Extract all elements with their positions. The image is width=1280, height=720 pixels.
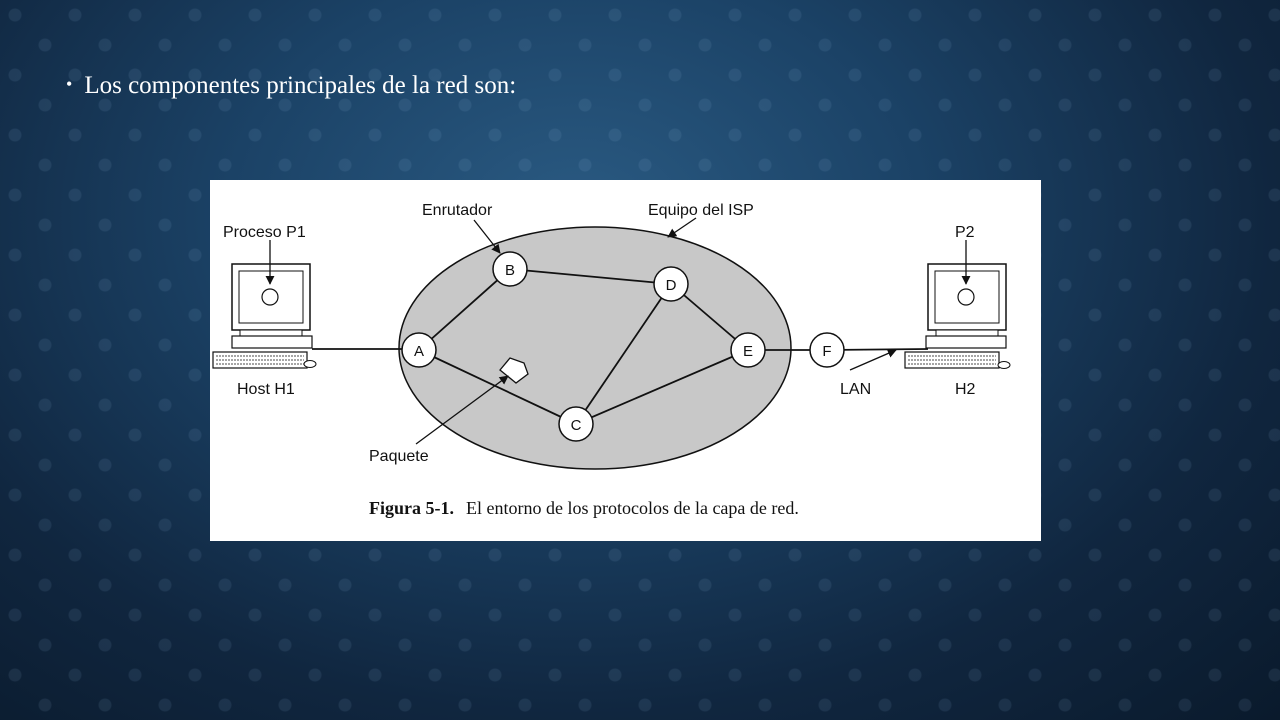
arrow-router xyxy=(473,219,501,254)
bullet-text: Los componentes principales de la red so… xyxy=(84,72,517,99)
node-c-label: C xyxy=(571,417,582,434)
node-f: F xyxy=(809,332,845,368)
isp-ellipse xyxy=(398,226,792,470)
node-d-label: D xyxy=(666,277,677,294)
network-diagram: A B C D E F Proceso P1 Enrutad xyxy=(212,202,1011,518)
link-d-c xyxy=(575,283,672,425)
arrow-isp xyxy=(667,217,697,238)
node-a-label: A xyxy=(414,343,424,360)
bullet-dot: • xyxy=(66,74,73,94)
caption-text: El entorno de los protocolos de la capa … xyxy=(466,498,799,518)
figure-caption: Figura 5-1. El entorno de los protocolos… xyxy=(369,498,799,518)
label-lan: LAN xyxy=(840,381,871,398)
node-b-label: B xyxy=(505,262,515,279)
node-f-label: F xyxy=(822,343,831,360)
label-packet: Paquete xyxy=(369,448,429,465)
link-b-d xyxy=(509,268,672,285)
label-p2: P2 xyxy=(955,224,975,241)
node-e: E xyxy=(730,332,766,368)
label-host-h1: Host H1 xyxy=(237,381,295,398)
label-process-p1: Proceso P1 xyxy=(223,224,306,241)
label-h2: H2 xyxy=(955,381,976,398)
bullet-item: • Los componentes principales de la red s… xyxy=(66,72,516,100)
link-a-b xyxy=(418,268,511,351)
node-a: A xyxy=(401,332,437,368)
label-isp-equipment: Equipo del ISP xyxy=(648,202,754,219)
node-b: B xyxy=(492,251,528,287)
host-h2-computer xyxy=(904,263,1011,369)
host-h1-computer xyxy=(212,263,317,369)
node-d: D xyxy=(653,266,689,302)
network-figure: A B C D E F Proceso P1 Enrutad xyxy=(210,180,1041,541)
arrow-lan xyxy=(849,349,897,371)
link-c-e xyxy=(575,349,749,425)
node-c: C xyxy=(558,406,594,442)
packet-shape xyxy=(499,357,529,384)
link-a-c xyxy=(418,349,577,425)
label-router: Enrutador xyxy=(422,202,493,219)
arrow-packet xyxy=(415,375,509,445)
node-e-label: E xyxy=(743,343,753,360)
caption-number: Figura 5-1. xyxy=(369,498,454,518)
